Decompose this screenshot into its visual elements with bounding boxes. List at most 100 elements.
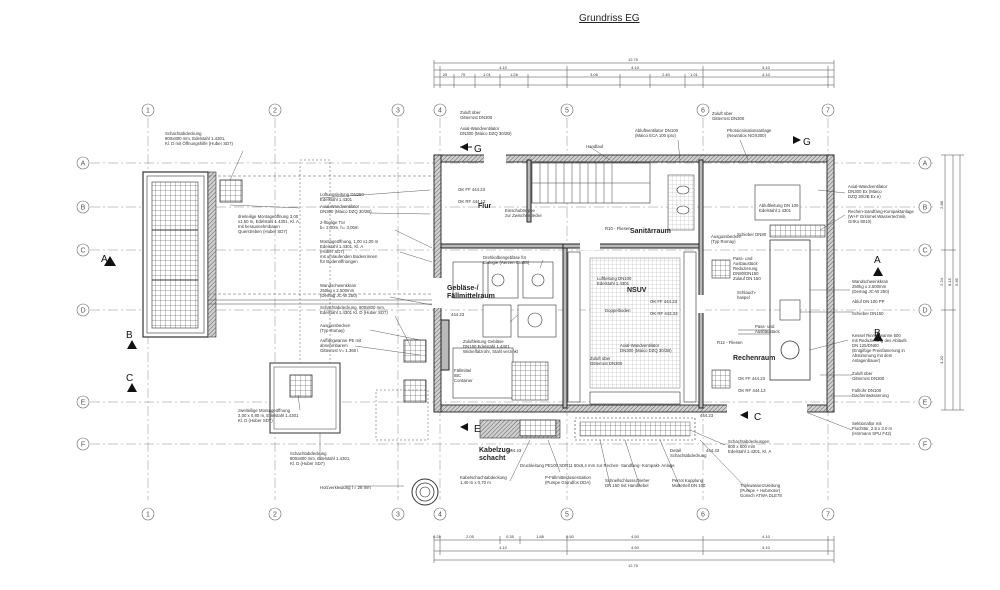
svg-text:25: 25 [443, 72, 448, 77]
axis-bubble-B-right: B [918, 200, 932, 214]
svg-text:4.20: 4.20 [939, 355, 944, 364]
axis-bubble-E-left: E [76, 395, 90, 409]
svg-text:2.24: 2.24 [939, 277, 944, 286]
label-ok-rf2: OK RF 443.33 [650, 311, 678, 316]
label-ausgussbecken-b: Ausgussbecken(Typ Romay) [711, 234, 742, 244]
rechen-equipment [711, 184, 826, 389]
section-markers: A B C A B G G E C [101, 136, 883, 435]
axis-bubble-1-bottom: 1 [141, 507, 155, 521]
svg-text:B: B [81, 205, 86, 212]
axis-grid [90, 118, 935, 500]
room-kabelzug: Kabelzug-schacht [479, 447, 513, 462]
svg-text:B: B [923, 205, 928, 212]
section-g-top-left: G [460, 143, 482, 155]
room-rechenraum: Rechenraum [733, 355, 775, 362]
svg-text:4.10: 4.10 [762, 72, 771, 77]
axis-bubble-3-bottom: 3 [391, 507, 405, 521]
label-ok-ff2: OK FF 444.23 [650, 299, 678, 304]
svg-text:C: C [80, 248, 85, 255]
axis-bubble-F-left: F [76, 437, 90, 451]
axis-number-bubbles: 1 2 3 4 5 6 7 1 2 3 4 5 6 7 [141, 103, 835, 521]
svg-text:C: C [922, 248, 927, 255]
nsuv-cabinets [567, 251, 697, 405]
room-geblaese: Gebläse-/Fällmittelraum [447, 285, 495, 300]
svg-text:C: C [754, 412, 761, 423]
svg-text:7: 7 [826, 512, 830, 519]
svg-text:F: F [923, 442, 927, 449]
label-elev-3: 444.23 [700, 413, 714, 418]
axis-bubble-4-bottom: 4 [433, 507, 447, 521]
svg-text:4.10: 4.10 [499, 65, 508, 70]
svg-text:4.50: 4.50 [631, 545, 640, 550]
svg-text:4.10: 4.10 [499, 545, 508, 550]
label-schieber-dn150: Schieber DN150 [852, 311, 884, 316]
svg-text:2: 2 [273, 108, 277, 115]
svg-text:1: 1 [146, 512, 150, 519]
section-g-top-right: G [793, 136, 811, 148]
svg-text:2: 2 [273, 512, 277, 519]
section-b-left: B [126, 330, 137, 349]
drawing-title: Grundriss EG [579, 13, 640, 24]
svg-text:A: A [923, 161, 928, 168]
axis-letter-bubbles: A B C D E F A B C D E F [76, 156, 932, 451]
axis-bubble-D-right: D [918, 303, 932, 317]
axis-bubble-D-left: D [76, 303, 90, 317]
section-c-left: C [126, 373, 137, 392]
section-e-bottom: E [460, 423, 481, 435]
building-walls [432, 153, 835, 414]
label-handlauf: Handlauf [586, 144, 604, 149]
axis-bubble-4-top: 4 [433, 103, 447, 117]
label-ok-rf3: OK RF 444.13 [738, 388, 766, 393]
svg-text:12.70: 12.70 [628, 563, 639, 568]
svg-text:4.10: 4.10 [631, 65, 640, 70]
label-r10: R10 - Fliesen [605, 226, 631, 231]
label-elev-2: 444.43 [508, 448, 522, 453]
section-c-bottom: C [740, 411, 761, 423]
section-a-right: A [873, 255, 883, 276]
svg-text:4.50: 4.50 [631, 534, 640, 539]
svg-text:2.88: 2.88 [939, 200, 944, 209]
svg-text:6: 6 [701, 512, 705, 519]
label-pfaell: P-Fällmitteldosierstation(Pumpe Grundfos… [545, 475, 591, 485]
section-b-right: B [873, 328, 883, 341]
svg-text:1.01: 1.01 [483, 72, 492, 77]
svg-text:70: 70 [461, 72, 466, 77]
axis-bubble-6-bottom: 6 [696, 507, 710, 521]
svg-text:3.06: 3.06 [590, 72, 599, 77]
svg-text:5.85: 5.85 [954, 277, 959, 286]
blower-equipment [452, 261, 557, 401]
dimension-top: 12.70 4.10 4.10 4.10 25 70 1.01 1.26 3.0… [433, 57, 835, 88]
svg-text:E: E [474, 424, 481, 435]
room-nsuv: NSUV [627, 287, 647, 294]
label-schieber-dn80: Schieber DN80 [737, 232, 767, 237]
axis-bubble-6-top: 6 [696, 103, 710, 117]
room-flur: Flur [478, 203, 491, 210]
svg-text:F: F [81, 442, 85, 449]
axis-bubble-2-top: 2 [268, 103, 282, 117]
svg-text:4.10: 4.10 [762, 534, 771, 539]
